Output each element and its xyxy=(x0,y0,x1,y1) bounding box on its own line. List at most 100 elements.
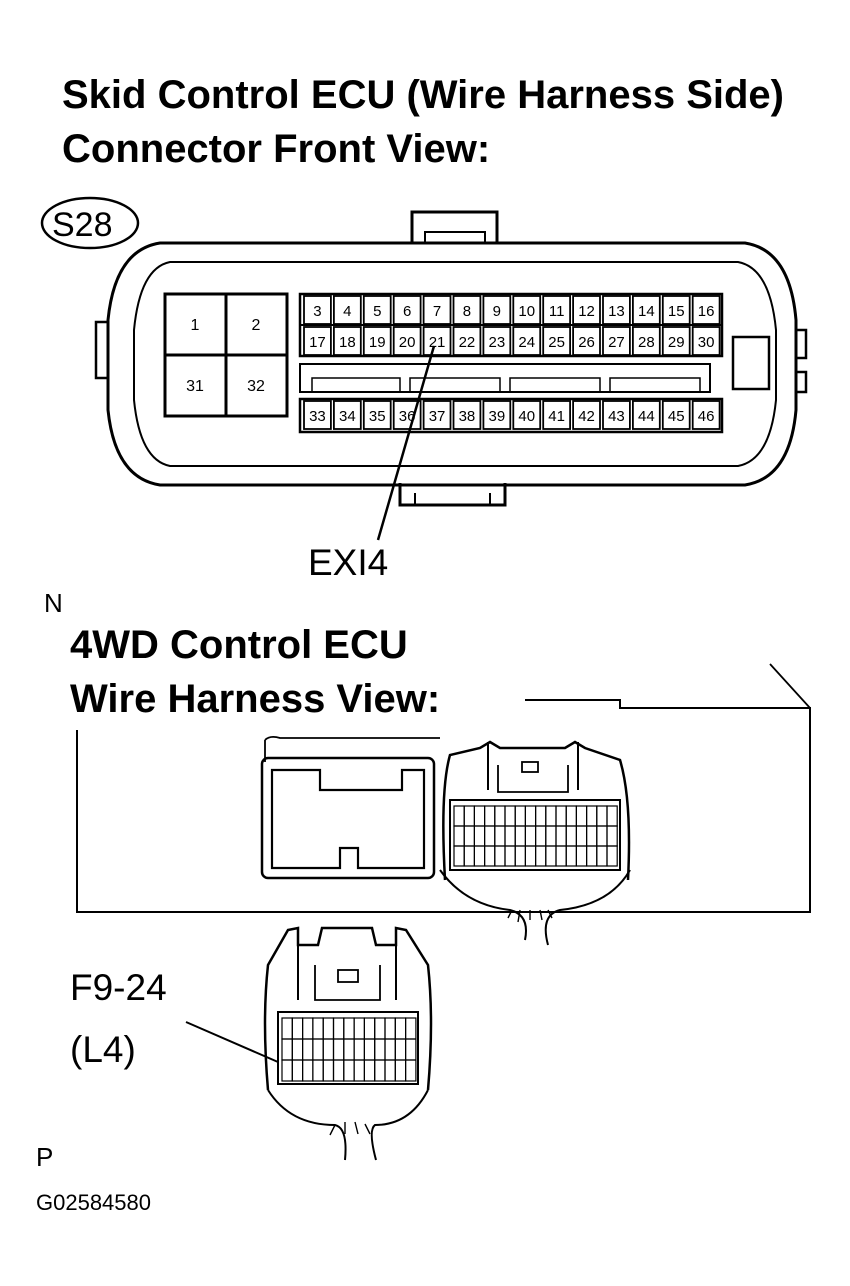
pin-label: 30 xyxy=(698,334,715,351)
pin-label: 7 xyxy=(433,303,441,320)
skid-title-line2: Connector Front View: xyxy=(62,127,490,171)
connector-cavity xyxy=(575,825,588,847)
connector-cavity xyxy=(514,845,527,867)
pin-cell xyxy=(422,326,452,356)
pin-cell xyxy=(661,295,691,325)
connector-cavity xyxy=(596,845,608,867)
pin-cell xyxy=(542,400,572,430)
pin-cell xyxy=(422,295,452,325)
pin-cell xyxy=(602,400,631,430)
pin-label: 12 xyxy=(578,303,595,320)
pin-label: 40 xyxy=(518,408,535,425)
connector-cavity xyxy=(281,1059,293,1082)
pin-label: 32 xyxy=(247,378,265,395)
connector-cavity xyxy=(565,845,578,867)
connector-cavity xyxy=(322,1038,335,1061)
pin-cell xyxy=(602,326,631,356)
connector-code-badge: S28 xyxy=(40,196,140,250)
pin-cell xyxy=(512,295,542,325)
pin-label: 3 xyxy=(313,303,321,320)
connector-code: S28 xyxy=(52,206,113,244)
pin-label: 14 xyxy=(638,303,655,320)
connector-cavity xyxy=(343,1017,355,1040)
connector-cavity xyxy=(555,845,567,867)
pin-label: 17 xyxy=(309,334,326,351)
pin-label: 4 xyxy=(343,303,351,320)
pin-label: 34 xyxy=(339,408,356,425)
pin-cell xyxy=(422,400,452,430)
connector-cavity xyxy=(312,1038,324,1061)
connector-cavity xyxy=(484,825,496,847)
connector-cavity xyxy=(534,805,547,827)
terminal-label: EXI4 xyxy=(308,542,388,583)
connector-cavity xyxy=(453,845,465,867)
connector-cavity xyxy=(585,805,598,827)
pin-label: 10 xyxy=(518,303,535,320)
pin-cell xyxy=(392,326,422,356)
pin-label: 18 xyxy=(339,334,356,351)
pin-cell xyxy=(691,400,721,430)
connector-cavity xyxy=(453,825,465,847)
connector-cavity xyxy=(281,1017,293,1040)
connector-cavity xyxy=(453,805,465,827)
connector-cavity xyxy=(384,1017,396,1040)
figure-code: G02584580 xyxy=(36,1190,151,1215)
pin-label: 2 xyxy=(252,317,261,334)
connector-cavity xyxy=(291,1038,304,1061)
connector-cavity xyxy=(384,1059,396,1082)
connector-cavity xyxy=(555,805,567,827)
pin-label: 45 xyxy=(668,408,685,425)
connector-cavity xyxy=(596,825,608,847)
pin-label: 22 xyxy=(459,334,476,351)
connector-cavity xyxy=(494,805,506,827)
connector-cavity xyxy=(565,825,578,847)
pin-cell xyxy=(332,295,362,325)
terminal-leader-line xyxy=(376,345,436,541)
pin-cell xyxy=(362,400,392,430)
ecu-title-line2: Wire Harness View: xyxy=(70,677,440,721)
pin-label: 20 xyxy=(399,334,416,351)
pin-cell xyxy=(512,400,542,430)
pin-cell xyxy=(452,400,482,430)
pin-label: 43 xyxy=(608,408,625,425)
connector-cavity xyxy=(322,1059,335,1082)
connector-cavity xyxy=(405,1038,417,1061)
connector-cavity xyxy=(405,1017,417,1040)
f9-connector xyxy=(263,926,433,1161)
connector-cavity xyxy=(363,1059,376,1082)
connector-cavity xyxy=(504,845,516,867)
connector-cavity xyxy=(606,805,618,827)
connector-cavity xyxy=(606,845,618,867)
pin-label: 8 xyxy=(463,303,471,320)
connector-cavity xyxy=(463,825,476,847)
connector-cavity xyxy=(585,825,598,847)
connector-cavity xyxy=(524,805,537,827)
connector-cavity xyxy=(473,805,486,827)
connector-cavity xyxy=(322,1017,335,1040)
pin-cell xyxy=(661,400,691,430)
pin-cell xyxy=(542,326,572,356)
pin-label: 25 xyxy=(548,334,565,351)
pin-label: 37 xyxy=(429,408,446,425)
connector-cavity xyxy=(405,1059,417,1082)
pin-cell xyxy=(303,326,332,356)
large-pins: 1 2 31 32 xyxy=(186,317,265,395)
connector-cavity xyxy=(332,1017,345,1040)
connector-cavity xyxy=(585,845,598,867)
connector-cavity xyxy=(394,1017,407,1040)
pin-cell xyxy=(542,295,572,325)
f9-connector-pins xyxy=(281,1017,417,1082)
connector-cavity xyxy=(374,1038,386,1061)
pin-label: 21 xyxy=(429,334,446,351)
pin-label: 5 xyxy=(373,303,381,320)
connector-cavity xyxy=(281,1038,293,1061)
pin-cell xyxy=(452,326,482,356)
connector-cavity xyxy=(504,805,516,827)
ecu-title-line1: 4WD Control ECU xyxy=(70,623,408,667)
connector-cavity xyxy=(545,845,557,867)
connector-cavity xyxy=(504,825,516,847)
connector-cavity xyxy=(394,1038,407,1061)
pin-label: 46 xyxy=(698,408,715,425)
pin-cell xyxy=(482,295,512,325)
connector-cavity xyxy=(524,845,537,867)
